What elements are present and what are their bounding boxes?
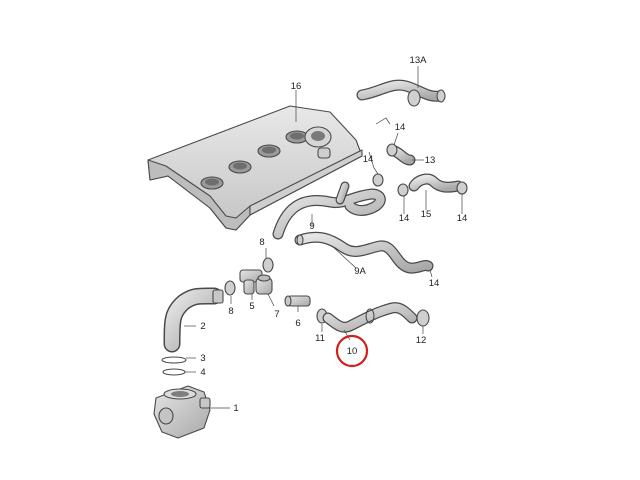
o-ring-4 [162,368,186,376]
label-part-16: 16 [291,81,302,92]
valve-housing-part [153,385,211,439]
seal-ring-3 [161,356,187,364]
part-labels: 16 13A 14 14 13 14 15 14 9 9A 14 8 8 5 7… [200,55,467,414]
label-part-10: 10 [347,346,358,357]
hose-15-part [408,173,464,193]
hose-13a-part [356,79,446,107]
label-part-8b: 8 [228,306,233,317]
label-part-9a: 9A [354,266,366,277]
label-part-14e: 14 [429,278,440,289]
valve-7-part [255,274,273,295]
label-part-1: 1 [233,403,238,414]
label-part-5: 5 [249,301,254,312]
label-part-11: 11 [315,333,325,344]
hose-9a-part [294,231,434,274]
label-part-14b: 14 [363,154,374,165]
label-part-15: 15 [421,209,432,220]
tee-connector-5-part [239,269,263,295]
hose-clamp-12 [416,309,430,327]
hose-clamp-14-parts [372,143,468,197]
label-part-4: 4 [200,367,205,378]
label-part-14c: 14 [399,213,410,224]
valve-cover-part [147,105,363,231]
label-part-6: 6 [295,318,300,329]
label-part-9: 9 [309,221,314,232]
label-part-2: 2 [200,321,205,332]
hose-2-part [163,287,224,353]
label-part-14d: 14 [457,213,468,224]
hose-9-part [272,181,386,240]
label-part-7: 7 [274,309,279,320]
highlight-ring [335,334,369,368]
label-part-13a: 13A [410,55,428,66]
label-part-13: 13 [425,155,436,166]
label-part-8a: 8 [259,237,264,248]
callout-lines [184,66,463,409]
label-part-14a: 14 [395,122,406,133]
label-part-3: 3 [200,353,205,364]
connector-6-part [284,295,311,307]
hose-clamp-8-part [224,257,274,296]
hose-10-part [322,302,418,333]
label-part-12: 12 [416,335,427,346]
